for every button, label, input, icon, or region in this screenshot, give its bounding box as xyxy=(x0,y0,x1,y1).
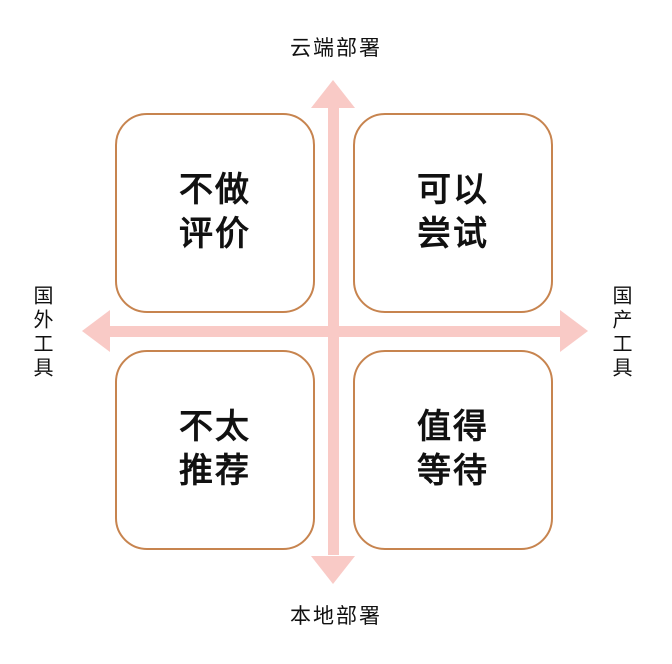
axis-label-left: 国外工具 xyxy=(30,285,54,381)
quadrant-bottom-right-label: 值得等待 xyxy=(417,407,489,491)
axis-label-bottom: 本地部署 xyxy=(290,604,382,628)
axis-label-top: 云端部署 xyxy=(290,36,382,60)
quadrant-bottom-left-label: 不太推荐 xyxy=(179,407,251,491)
quadrant-top-left: 不做评价 xyxy=(115,113,315,313)
quadrant-top-right: 可以尝试 xyxy=(353,113,553,313)
axis-label-right: 国产工具 xyxy=(609,285,633,381)
up-arrowhead xyxy=(311,80,355,108)
horizontal-axis-line xyxy=(105,326,565,337)
quadrant-top-right-label: 可以尝试 xyxy=(417,170,489,254)
left-arrowhead xyxy=(82,310,110,352)
quadrant-top-left-label: 不做评价 xyxy=(179,170,251,254)
down-arrowhead xyxy=(311,556,355,584)
right-arrowhead xyxy=(560,310,588,352)
quadrant-bottom-right: 值得等待 xyxy=(353,350,553,550)
quadrant-bottom-left: 不太推荐 xyxy=(115,350,315,550)
